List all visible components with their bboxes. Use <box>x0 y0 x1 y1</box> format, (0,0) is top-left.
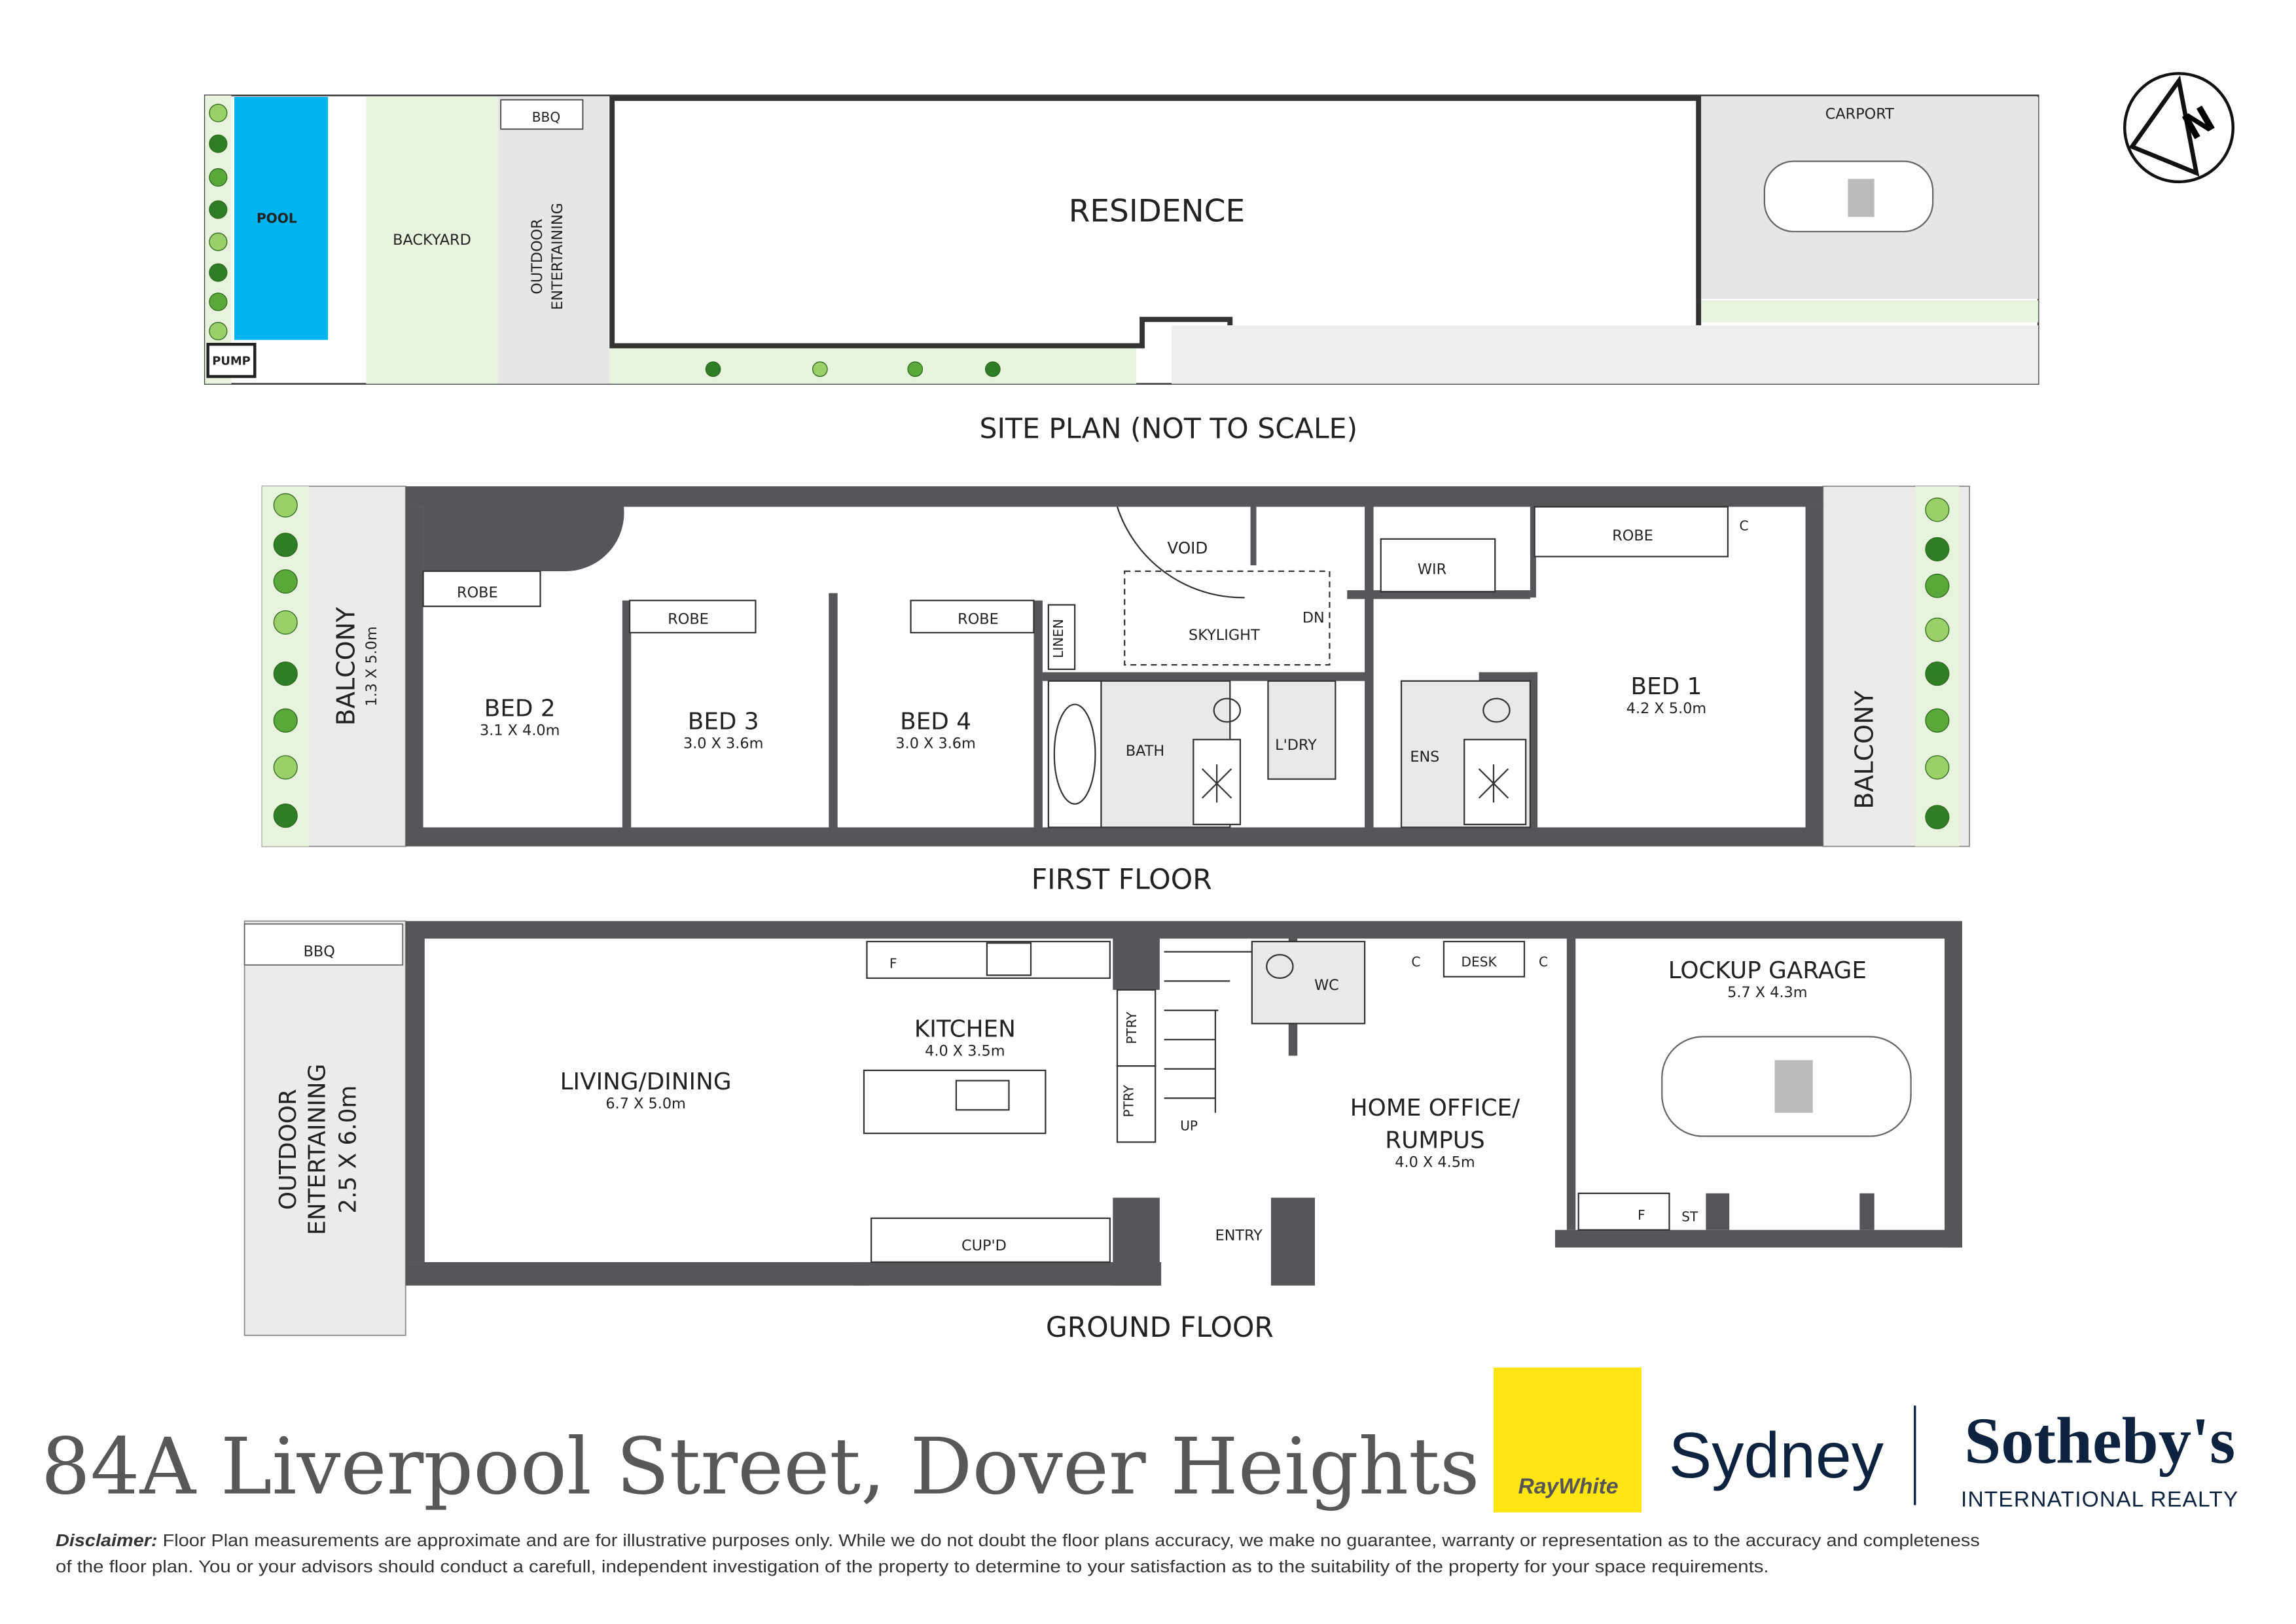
fridge-label: F <box>889 955 897 971</box>
pantry-label-1: PTRY <box>1124 1012 1139 1044</box>
linen-label: LINEN <box>1050 619 1066 658</box>
staircase <box>1164 951 1252 1113</box>
residence-label: RESIDENCE <box>1069 193 1245 229</box>
cupboard-label: C <box>1740 518 1749 533</box>
property-address: 84A Liverpool Street, Dover Heights <box>41 1421 1480 1511</box>
ensuite-toilet-icon <box>1482 697 1511 723</box>
bed1-dim: 4.2 X 5.0m <box>1626 700 1706 717</box>
cupboard-c-label-2: C <box>1539 954 1548 970</box>
north-arrow-compass-icon: N <box>2123 72 2235 184</box>
toilet-icon <box>1213 697 1242 723</box>
bed2-dim: 3.1 X 4.0m <box>480 722 560 739</box>
living-dining-label: LIVING/DINING <box>560 1068 732 1095</box>
ground-bbq-label: BBQ <box>304 943 335 960</box>
bed4-robe-label: ROBE <box>958 611 999 628</box>
first-floor-plan: BALCONY 1.3 X 5.0m BALCONY ROBE ROBE ROB… <box>261 485 1970 896</box>
balcony-right-label: BALCONY <box>1850 690 1878 809</box>
garage-car-icon <box>1661 1036 1912 1137</box>
balcony-left-label: BALCONY <box>331 607 360 726</box>
pool <box>234 97 329 340</box>
bed3-label: BED 3 <box>688 709 759 735</box>
backyard <box>366 97 498 384</box>
disclaimer-line-2: of the floor plan. You or your advisors … <box>56 1558 1769 1576</box>
logo-divider <box>1914 1405 1916 1506</box>
laundry-label: L'DRY <box>1275 737 1317 754</box>
kitchen-dim: 4.0 X 3.5m <box>925 1043 1005 1060</box>
entertaining-label: ENTERTAINING <box>549 203 566 310</box>
site-plan: POOL PUMP BACKYARD BBQ OUTDOOR ENTERTAIN… <box>204 94 2039 445</box>
bed4-dim: 3.0 X 3.6m <box>895 735 975 752</box>
wc-toilet-icon <box>1266 954 1294 980</box>
outdoor-entertaining <box>243 920 406 1336</box>
bed3-robe-label: ROBE <box>668 611 709 628</box>
bed1-robe-label: ROBE <box>1612 527 1653 544</box>
outdoor-label: OUTDOOR <box>529 219 546 294</box>
laundry <box>1267 680 1336 780</box>
balcony-left-dim: 1.3 X 5.0m <box>363 626 380 706</box>
bath-tub-icon <box>1053 703 1096 805</box>
pool-label: POOL <box>257 211 297 226</box>
backyard-label: BACKYARD <box>393 232 471 249</box>
sothebys-subtitle: INTERNATIONAL REALTY <box>1961 1488 2238 1512</box>
sydney-logo-text: Sydney <box>1669 1419 1884 1491</box>
ground-floor-plan: BBQ OUTDOOR ENTERTAINING 2.5 X 6.0m F KI… <box>243 920 1962 1344</box>
carport-label: CARPORT <box>1825 106 1894 123</box>
ensuite-label: ENS <box>1410 749 1439 766</box>
bbq-label: BBQ <box>532 109 560 125</box>
raywhite-logo: RayWhite <box>1493 1368 1641 1513</box>
sink-icon <box>955 1080 1010 1111</box>
bed3-dim: 3.0 X 3.6m <box>683 735 763 752</box>
kitchen-island <box>863 1069 1047 1135</box>
garage-label: LOCKUP GARAGE <box>1668 957 1867 984</box>
disclaimer-text-1: Floor Plan measurements are approximate … <box>158 1532 1980 1550</box>
garage-dim: 5.7 X 4.3m <box>1727 984 1807 1001</box>
bed2-label: BED 2 <box>484 695 556 722</box>
first-floor-title: FIRST FLOOR <box>1031 864 1212 896</box>
void-label: VOID <box>1167 538 1208 557</box>
desk-label: DESK <box>1462 954 1498 970</box>
kitchen-label: KITCHEN <box>914 1015 1016 1042</box>
entry-label: ENTRY <box>1215 1227 1263 1244</box>
raywhite-logo-text: RayWhite <box>1518 1474 1619 1498</box>
wir-label: WIR <box>1418 561 1446 578</box>
bath-label: BATH <box>1126 743 1164 760</box>
ground-outdoor-label: OUTDOOR <box>275 1089 302 1210</box>
bed2-robe-label: ROBE <box>457 584 498 601</box>
residence <box>609 96 1702 349</box>
disclaimer-line-1: Disclaimer: Floor Plan measurements are … <box>56 1532 1980 1550</box>
pump-label: PUMP <box>212 355 251 368</box>
living-dining-dim: 6.7 X 5.0m <box>605 1095 685 1112</box>
cupboard-c-label-1: C <box>1411 954 1420 970</box>
home-office-label: HOME OFFICE/ <box>1350 1095 1520 1121</box>
wc <box>1251 940 1366 1025</box>
garage-fridge-label: F <box>1638 1207 1645 1223</box>
rumpus-label: RUMPUS <box>1385 1127 1484 1154</box>
wc-label: WC <box>1314 977 1339 994</box>
ground-floor-title: GROUND FLOOR <box>1046 1312 1274 1344</box>
stairs-down-label: DN <box>1302 609 1325 626</box>
bed1-label: BED 1 <box>1631 673 1702 700</box>
ground-entertaining-label: ENTERTAINING <box>304 1064 331 1235</box>
pantry-label-2: PTRY <box>1121 1084 1137 1117</box>
car-icon <box>1763 160 1934 233</box>
bed4-label: BED 4 <box>900 709 971 735</box>
cooktop-icon <box>986 942 1032 976</box>
stairs-up-label: UP <box>1180 1118 1198 1134</box>
office-dim: 4.0 X 4.5m <box>1395 1154 1475 1171</box>
footer: 84A Liverpool Street, Dover Heights RayW… <box>41 1368 2238 1576</box>
disclaimer-label: Disclaimer: <box>56 1532 158 1550</box>
site-plan-title: SITE PLAN (NOT TO SCALE) <box>980 413 1358 445</box>
storage-label: ST <box>1681 1209 1698 1224</box>
cupboard-label: CUP'D <box>961 1237 1007 1254</box>
outdoor-entertaining-area <box>497 97 609 384</box>
skylight-label: SKYLIGHT <box>1189 627 1260 644</box>
ground-outdoor-dim: 2.5 X 6.0m <box>335 1086 362 1214</box>
sothebys-logo-text: Sotheby's <box>1964 1403 2235 1477</box>
